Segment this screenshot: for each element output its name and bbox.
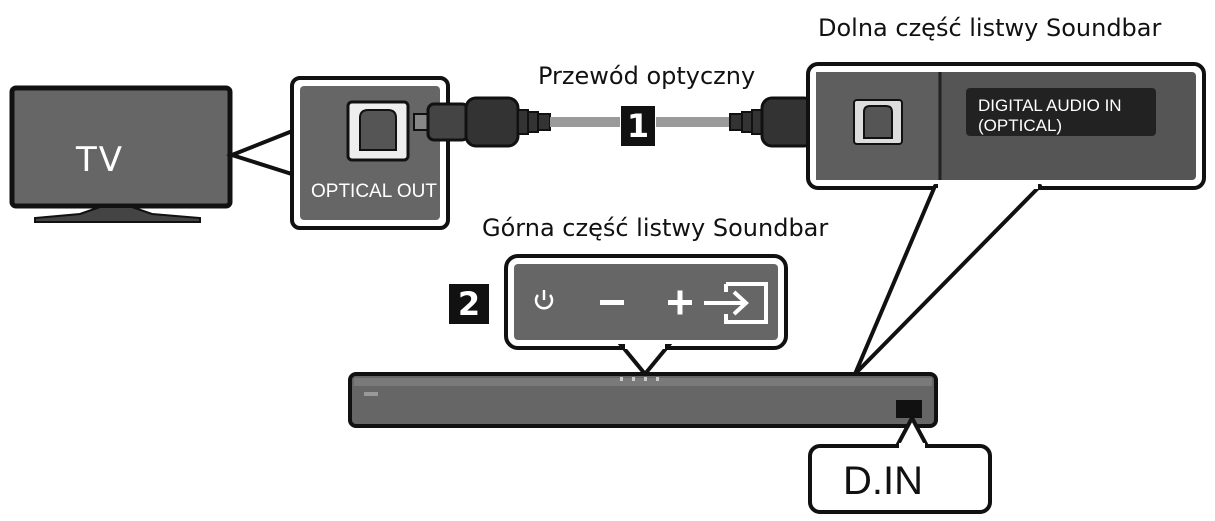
volume-down-icon [600,300,624,305]
digital-audio-in-panel [806,62,1206,190]
step-badge-1: 1 [621,106,655,146]
callout-pointer-bottom [853,184,1042,376]
volume-up-icon [668,290,692,315]
digital-audio-in-label: DIGITAL AUDIO IN [978,96,1122,115]
din-label: D.IN [843,459,923,503]
din-port-icon [896,400,922,418]
tv-label: TV [76,140,125,180]
soundbar-icon [348,372,938,428]
soundbar-bottom-title: Dolna część listwy Soundbar [818,14,1162,42]
input-source-icon [704,282,768,324]
tv-icon [9,85,233,223]
step-badge-2: 2 [449,284,489,324]
power-icon [534,290,554,310]
optical-out-label: OPTICAL OUT [311,181,437,202]
callout-pointer-tv [226,127,297,178]
din-callout [808,413,992,514]
optical-sub-label: (OPTICAL) [978,116,1063,135]
soundbar-top-title: Górna część listwy Soundbar [482,214,829,242]
top-control-panel [504,254,788,350]
optical-out-panel [290,76,450,230]
optical-cable-title: Przewód optyczny [538,62,756,90]
callout-pointer-top [617,344,673,378]
